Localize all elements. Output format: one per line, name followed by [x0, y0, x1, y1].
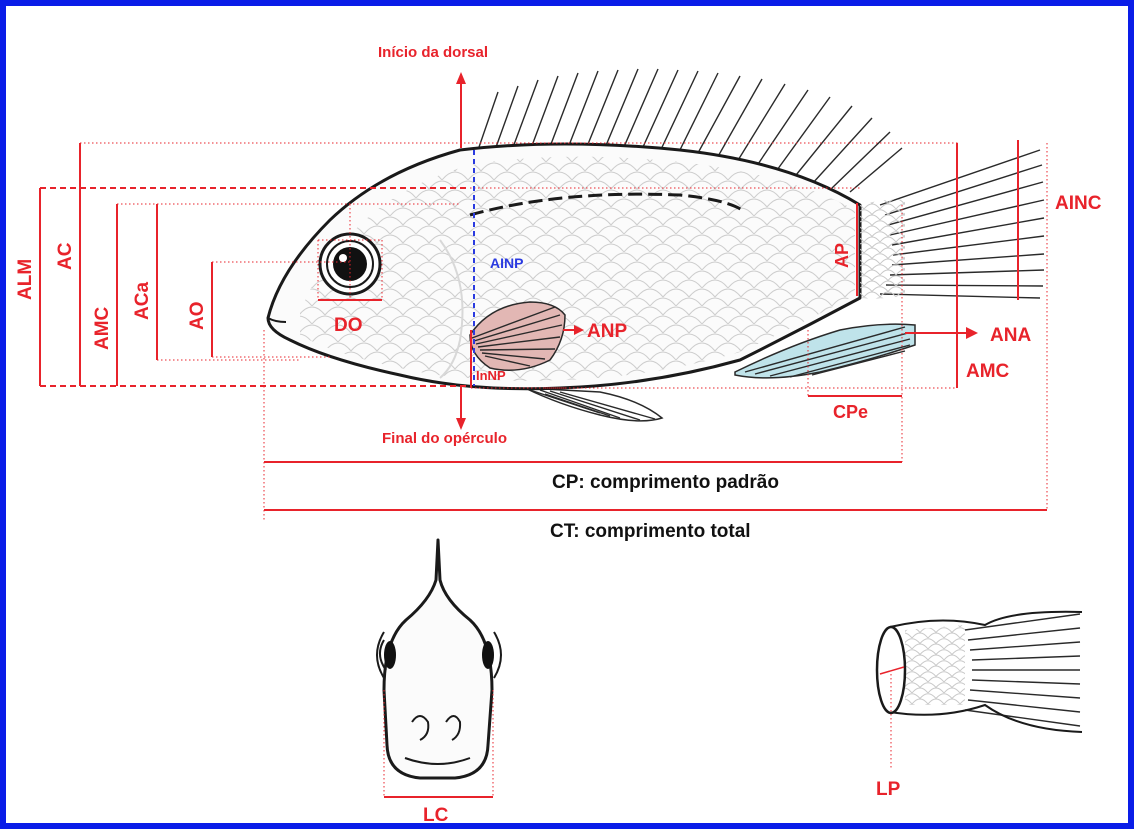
final-operculo-label: Final do opérculo [382, 430, 507, 447]
amc-left-label: AMC [92, 306, 113, 350]
tail-section-view [877, 610, 1082, 770]
ct-label: CT: comprimento total [550, 521, 751, 542]
head-front-view [377, 540, 501, 798]
ainc-label: AINC [1055, 193, 1102, 214]
cp-label: CP: comprimento padrão [552, 472, 779, 493]
anp-label: ANP [587, 321, 627, 342]
lp-label: LP [876, 779, 901, 800]
ao-label: AO [187, 302, 208, 331]
pelvic-fin [525, 388, 662, 421]
fish-side-view [268, 68, 1045, 421]
ainp-label: AINP [490, 255, 523, 271]
cpe-label: CPe [833, 402, 868, 422]
inicio-dorsal-label: Início da dorsal [378, 44, 488, 61]
ap-label: AP [832, 243, 852, 268]
peduncle-scales [860, 200, 905, 299]
amc-right-label: AMC [966, 361, 1010, 382]
lc-label: LC [423, 805, 449, 826]
aca-label: ACa [132, 282, 153, 320]
innp-label: InNP [476, 368, 506, 383]
ana-label: ANA [990, 325, 1031, 346]
ac-label: AC [55, 242, 76, 270]
do-label: DO [334, 315, 363, 336]
alm-label: ALM [15, 259, 36, 300]
